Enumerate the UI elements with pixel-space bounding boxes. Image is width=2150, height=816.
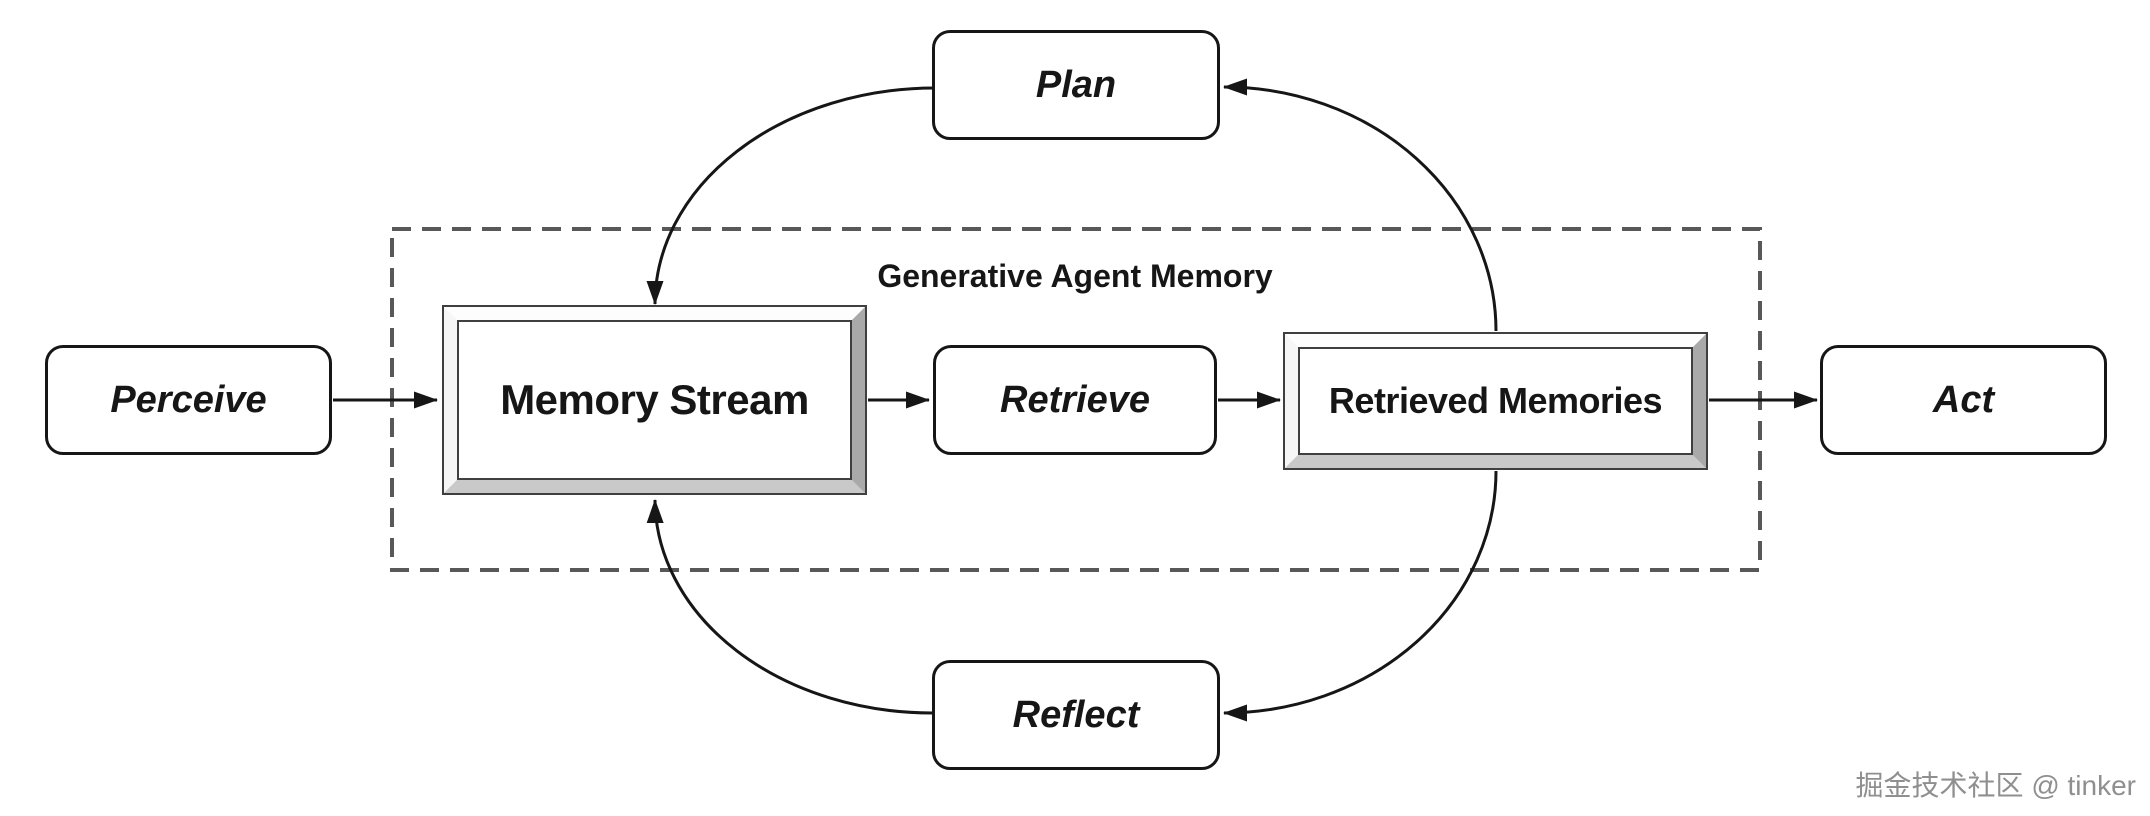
node-perceive-label: Perceive	[110, 378, 267, 421]
node-plan: Plan	[932, 30, 1220, 140]
node-act: Act	[1820, 345, 2107, 455]
node-reflect-label: Reflect	[1012, 693, 1140, 736]
node-retrieved-memories-label: Retrieved Memories	[1298, 347, 1693, 455]
retrieved-memories-bevel	[1285, 334, 1706, 468]
watermark: 掘金技术社区 @ tinker	[1855, 770, 2136, 801]
memory-stream-bevel	[444, 307, 865, 493]
node-retrieve-label: Retrieve	[1000, 378, 1150, 421]
node-perceive: Perceive	[45, 345, 332, 455]
node-memory-stream: Memory Stream	[442, 305, 867, 495]
arrow-plan-to-memory-stream	[646, 86, 936, 305]
arrow-retrieved-memories-to-reflect	[1223, 470, 1498, 722]
node-memory-stream-label: Memory Stream	[457, 320, 852, 480]
generative-agent-memory-label: Generative Agent Memory	[877, 258, 1273, 294]
arrow-reflect-to-memory-stream	[646, 499, 933, 715]
node-retrieve: Retrieve	[933, 345, 1217, 455]
node-reflect: Reflect	[932, 660, 1220, 770]
node-act-label: Act	[1932, 378, 1995, 421]
node-plan-label: Plan	[1035, 63, 1117, 106]
node-retrieved-memories: Retrieved Memories	[1283, 332, 1708, 470]
arrow-retrieved-memories-to-plan	[1223, 78, 1498, 332]
